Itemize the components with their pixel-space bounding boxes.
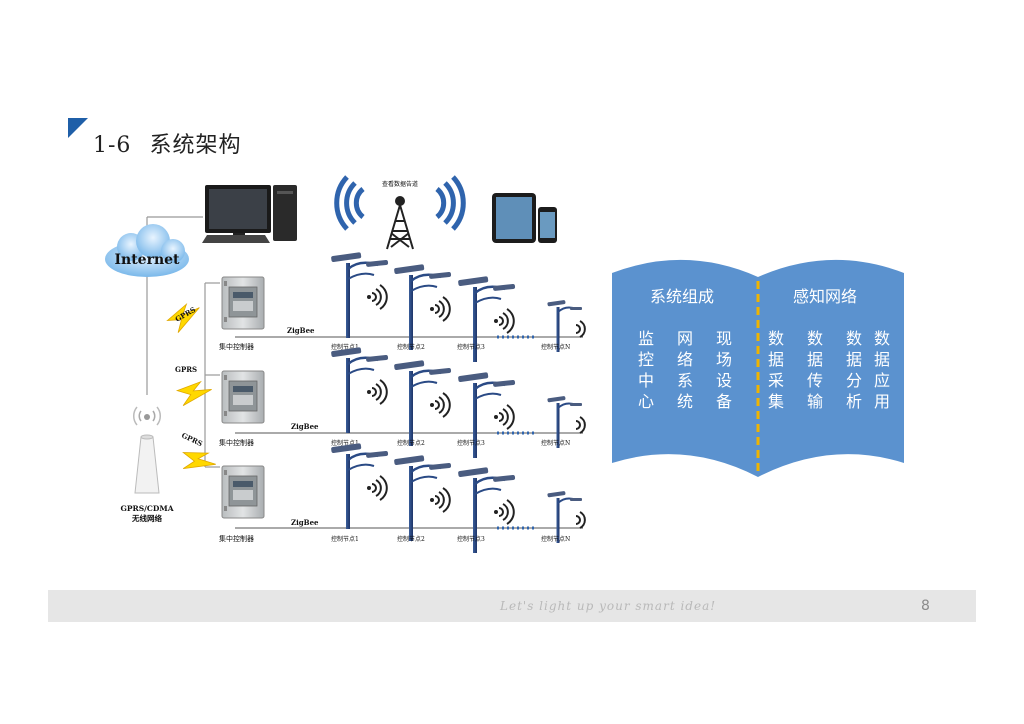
- zigbee-label-3: ZigBee: [291, 518, 319, 527]
- title-text: 系统架构: [149, 133, 242, 158]
- node-label-1-n: 控制节点N: [541, 343, 570, 351]
- book-column-7: 数据应用: [873, 329, 890, 411]
- controller-row-1: [164, 250, 586, 364]
- controller-label-3: 集中控制器: [219, 534, 254, 543]
- tower-caption: 查看数据告道: [382, 180, 418, 188]
- gprs-label-2: GPRS: [175, 365, 197, 374]
- title-number: 1-6: [93, 133, 132, 158]
- footer-slogan: Let's light up your smart idea!: [500, 599, 717, 613]
- node-label-2-1: 控制节点1: [331, 439, 359, 447]
- wireless-label-2: 无线网络: [131, 513, 162, 523]
- node-label-1-3: 控制节点3: [457, 343, 485, 351]
- book-right-title: 感知网络: [793, 287, 858, 306]
- book-left-title: 系统组成: [650, 287, 715, 306]
- node-label-1-1: 控制节点1: [331, 343, 359, 351]
- controller-row-3: [175, 441, 586, 555]
- node-label-3-n: 控制节点N: [541, 535, 570, 543]
- computer-icon: [202, 185, 297, 243]
- node-label-2-n: 控制节点N: [541, 439, 570, 447]
- page-title: 1-6 系统架构: [93, 127, 259, 159]
- book-column-6: 数据分析: [845, 329, 862, 411]
- zigbee-label-2: ZigBee: [291, 422, 319, 431]
- internet-label: Internet: [114, 252, 180, 268]
- book-column-4: 数据采集: [767, 329, 784, 411]
- architecture-diagram: Internet 查看数据告道 GPRS/CDMA 无线网络: [105, 175, 586, 555]
- book-column-1: 监控中心: [637, 329, 654, 411]
- internet-cloud: [105, 224, 189, 277]
- book-column-5: 数据传输: [806, 329, 823, 411]
- node-label-3-3: 控制节点3: [457, 535, 485, 543]
- wireless-label-1: GPRS/CDMA: [120, 504, 173, 513]
- node-label-1-2: 控制节点2: [397, 343, 425, 351]
- page-number: 8: [921, 598, 930, 614]
- zigbee-label-1: ZigBee: [287, 326, 315, 335]
- controller-row-2: [174, 345, 586, 460]
- open-book-graphic: [612, 259, 904, 477]
- controller-label-1: 集中控制器: [219, 342, 254, 351]
- title-marker: [68, 118, 88, 138]
- book-column-3: 现场设备: [715, 329, 732, 411]
- node-label-3-1: 控制节点1: [331, 535, 359, 543]
- controller-label-2: 集中控制器: [219, 438, 254, 447]
- node-label-3-2: 控制节点2: [397, 535, 425, 543]
- base-station-icon: [133, 406, 161, 494]
- antenna-tower-icon: [334, 175, 466, 250]
- node-label-2-2: 控制节点2: [397, 439, 425, 447]
- gprs-label-3: GPRS: [180, 431, 204, 449]
- mobile-devices-icon: [492, 193, 557, 243]
- book-column-2: 网络系统: [676, 329, 693, 411]
- footer-bar: [48, 590, 976, 622]
- node-label-2-3: 控制节点3: [457, 439, 485, 447]
